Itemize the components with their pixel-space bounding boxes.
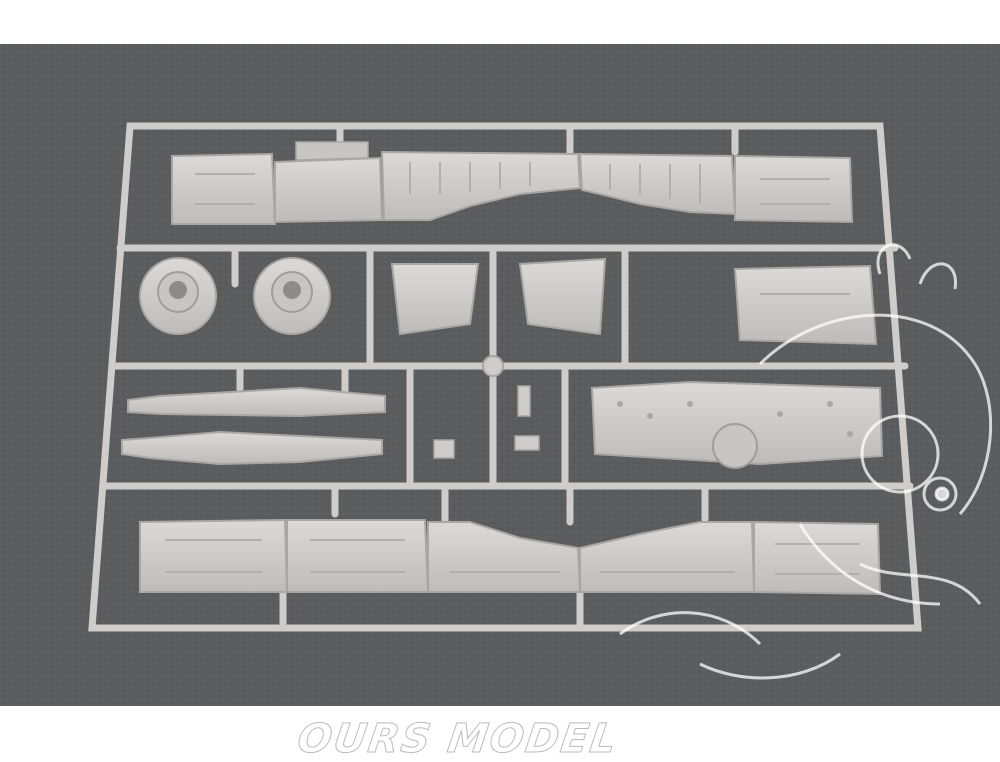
sprue-gate: [482, 355, 504, 377]
plastic-model-sprue-icon: [0, 44, 1000, 706]
funnel-piece-left: [390, 263, 480, 336]
background-surface: [0, 44, 1000, 706]
sprue-photo: OURS MODEL: [0, 44, 1000, 762]
hull-upper-piece: [171, 141, 854, 225]
fender-strip-top: [127, 386, 386, 418]
fender-strip-bottom: [121, 430, 383, 466]
watermark-text: OURS MODEL: [294, 716, 622, 762]
box-piece: [733, 264, 878, 346]
wheel-hub-left: [139, 257, 217, 335]
small-bracket-parts: [433, 385, 540, 459]
deck-plate: [590, 380, 884, 469]
wheel-hub-right: [253, 257, 331, 335]
mascot-logo-icon: [619, 243, 993, 680]
hull-lower-piece: [139, 518, 882, 596]
funnel-piece-right: [518, 257, 607, 336]
